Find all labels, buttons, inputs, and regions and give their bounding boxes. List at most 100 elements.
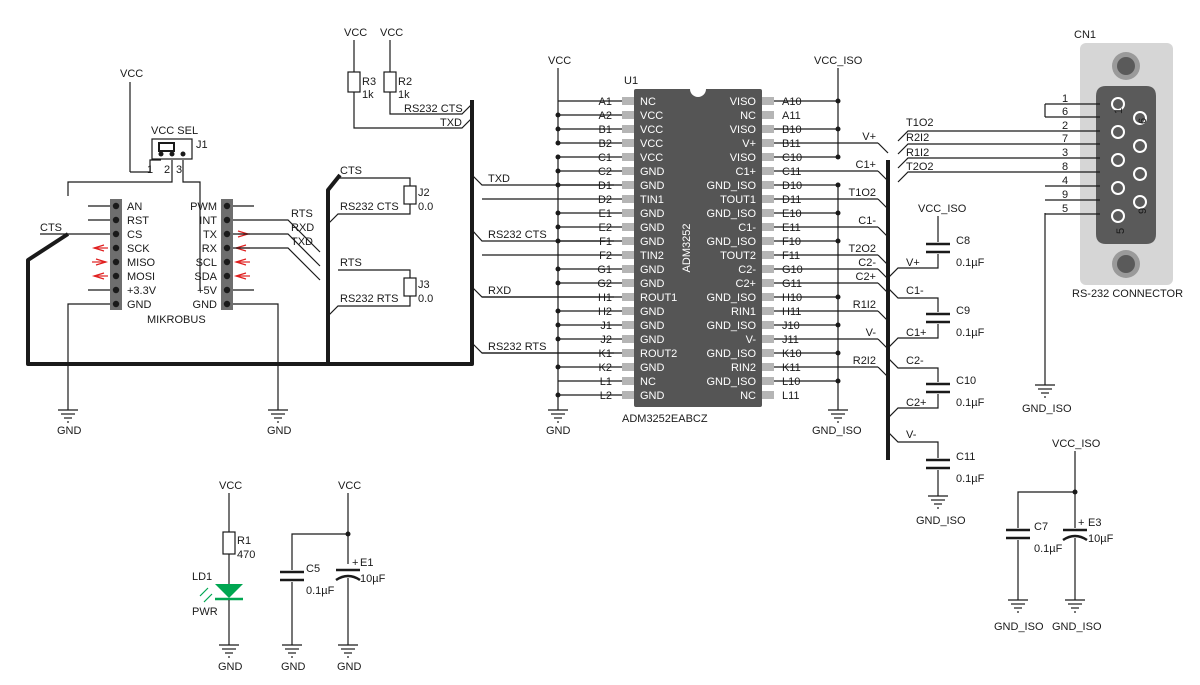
chip-right-pin (762, 363, 774, 371)
connector-pin-number: 8 (1062, 161, 1068, 173)
ld1-ref: LD1 (192, 571, 212, 583)
pullup-section: VCC VCC R3 1k R2 1k RS232 CTS TXD CTS J2… (327, 27, 473, 317)
j3-value: 0.0 (418, 293, 433, 305)
mikrobus-right-header (221, 199, 233, 310)
chip-left-pin-fn: GND (640, 362, 665, 374)
r1-ref: R1 (237, 535, 251, 547)
c10-value: 0.1µF (956, 397, 985, 409)
chip-left-pin-fn: VCC (640, 110, 663, 122)
chip-left-pin-fn: GND (640, 208, 665, 220)
connector-pin-number: 3 (1062, 147, 1068, 159)
junction-dot (555, 322, 561, 328)
j1-ref: J1 (196, 139, 208, 151)
c8-ref: C8 (956, 235, 970, 247)
chip-left-pin (622, 167, 634, 175)
chip-right-pin (762, 125, 774, 133)
connector-pin-number: 4 (1062, 175, 1068, 187)
r3-value: 1k (362, 89, 374, 101)
chip-left-pin (622, 251, 634, 259)
chip-left-pin (622, 293, 634, 301)
power-led-section: VCC R1 470 LD1 PWR GND VCC C5 0.1µF GND … (192, 480, 386, 673)
c7-ref: C7 (1034, 521, 1048, 533)
c8-value: 0.1µF (956, 257, 985, 269)
vcc-iso-label-chip: VCC_ISO (814, 55, 863, 67)
chip-right-pin (762, 293, 774, 301)
chip-left-pin (622, 321, 634, 329)
chip-left-pin-fn: GND (640, 222, 665, 234)
chip-right-pin-fn: GND_ISO (706, 320, 756, 332)
chip-right-pin-id: E10 (782, 208, 802, 220)
rs232-connector: CN1 1 6 9 5 RS-232 CONNECTOR 162738495T1… (897, 29, 1183, 415)
c11-ref: C11 (956, 451, 975, 463)
mb-right-pin-dot (223, 300, 231, 308)
chip-right-pin-id: K10 (782, 348, 802, 360)
r2-ref: R2 (398, 76, 412, 88)
junction-dot (555, 168, 561, 174)
junction-dot (555, 210, 561, 216)
vcc-label-chip: VCC (548, 55, 571, 67)
vcc-iso-label-c8: VCC_ISO (918, 203, 967, 215)
chip-left-pin-fn: ROUT2 (640, 348, 677, 360)
chip-right-pin-id: K11 (782, 362, 801, 374)
mb-left-gnd: GND (127, 299, 152, 311)
mb-left-sck: SCK (127, 243, 150, 255)
chip-right-pin-id: B11 (782, 138, 801, 150)
mb-left-pin-dot (112, 258, 120, 266)
resistor-r2 (383, 71, 397, 93)
connector-pad (1111, 97, 1125, 111)
mb-left-mosi: MOSI (127, 271, 155, 283)
e3-value: 10µF (1088, 533, 1114, 545)
chip-right-pin-fn: VISO (730, 152, 757, 164)
net-rxd-mb: RXD (291, 222, 314, 234)
chip-left-pin-fn: TIN1 (640, 194, 664, 206)
j1-pin-3: 3 (176, 164, 182, 176)
chip-left-pin-fn: GND (640, 264, 665, 276)
chip-right-pin-fn: VISO (730, 124, 757, 136)
vcc-label-r2: VCC (380, 27, 403, 39)
mb-right-pin-dot (223, 216, 231, 224)
net-txd-chip: TXD (488, 173, 510, 185)
chip-left-pin-fn: GND (640, 320, 665, 332)
mb-left-pin-dot (112, 202, 120, 210)
chip-right-net-label: C1- (858, 215, 876, 227)
junction-dot (555, 238, 561, 244)
net-cts-j2: CTS (340, 165, 362, 177)
chip-left-pin-fn: VCC (640, 138, 663, 150)
mb-right-pwm: PWM (190, 201, 217, 213)
mb-right-pin-dot (223, 244, 231, 252)
junction-dot (555, 154, 561, 160)
j2-value: 0.0 (418, 201, 433, 213)
chip-left-pin (622, 265, 634, 273)
connector-net-label: T1O2 (906, 117, 934, 129)
chip-left-pin-id: L1 (600, 376, 612, 388)
connector-pin-number: 1 (1062, 93, 1068, 105)
chip-left-pin (622, 125, 634, 133)
c9-value: 0.1µF (956, 327, 985, 339)
mb-right-pin-dot (223, 202, 231, 210)
chip-right-pin-fn: GND_ISO (706, 208, 756, 220)
chip-left-pin-fn: GND (640, 334, 665, 346)
chip-left-pin-fn: NC (640, 376, 656, 388)
chip-left-pin (622, 153, 634, 161)
chip-left-pin-fn: VCC (640, 152, 663, 164)
chip-left-pin-fn: GND (640, 306, 665, 318)
connector-pad (1133, 111, 1147, 125)
chip-right-pin (762, 209, 774, 217)
gnd-label-c5: GND (281, 661, 306, 673)
chip-left-pin (622, 195, 634, 203)
mb-right-pin-dot (223, 258, 231, 266)
r1-value: 470 (237, 549, 255, 561)
chip-right-net-label: C2- (858, 257, 876, 269)
e3-polarity: + (1078, 517, 1084, 529)
chip-notch (690, 89, 706, 97)
chip-right-pin-id: C11 (782, 166, 801, 178)
chip-left-pin-id: H2 (598, 306, 612, 318)
jumper-cap (158, 142, 175, 152)
mb-left-an: AN (127, 201, 142, 213)
chip-right-net-label: T1O2 (848, 187, 876, 199)
net-txd-top: TXD (440, 117, 462, 129)
gnd-iso-label-c7: GND_ISO (994, 621, 1044, 633)
chip-left-pin (622, 363, 634, 371)
cn1-ref: CN1 (1074, 29, 1096, 41)
